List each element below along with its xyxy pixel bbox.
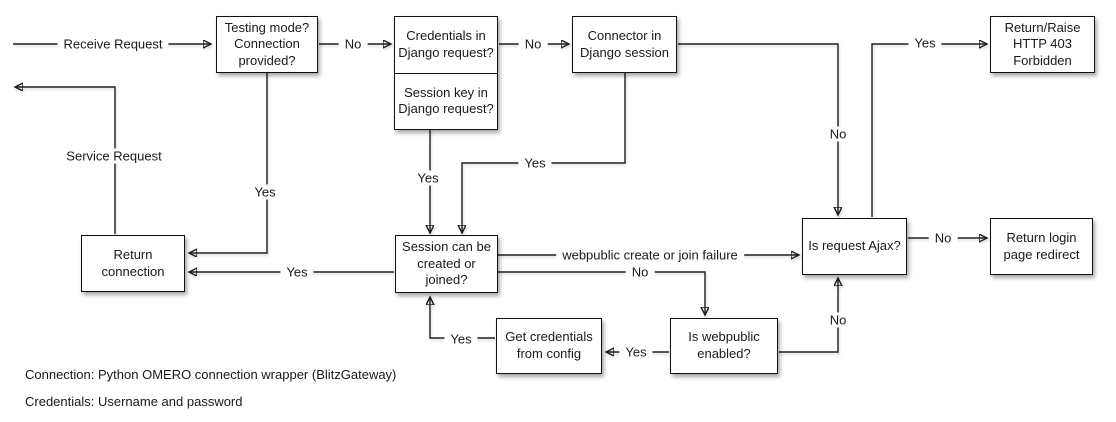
footnote-credentials-definition: Credentials: Username and password — [25, 394, 243, 409]
node-session-key-in-request: Session key in Django request? — [395, 72, 497, 130]
edge-label-receive-request: Receive Request — [57, 36, 169, 52]
node-get-credentials-config: Get credentials from config — [496, 318, 602, 374]
edge-label-yes-connector: Yes — [518, 155, 552, 171]
node-testing-mode: Testing mode? Connection provided? — [216, 16, 318, 73]
edge-label-yes-session-return: Yes — [280, 264, 314, 280]
edge-ajax-yes-403 — [871, 44, 987, 217]
node-session-can-be-created: Session can be created or joined? — [395, 235, 498, 293]
edge-return-service-request — [15, 87, 116, 234]
edge-label-yes-getcreds: Yes — [444, 331, 478, 347]
edge-label-yes-webpublic: Yes — [619, 344, 653, 360]
edge-label-yes-sessionkey: Yes — [411, 170, 445, 186]
edge-label-no-ajax-login: No — [928, 230, 958, 246]
edge-label-no-connector: No — [823, 126, 853, 142]
edge-testing-yes-return — [189, 73, 268, 253]
edge-webpublic-no-ajax — [779, 278, 838, 353]
edge-label-no-session: No — [625, 264, 655, 280]
edge-label-yes-testing-return: Yes — [248, 184, 282, 200]
edge-label-no-testing: No — [338, 36, 368, 52]
edge-label-no-credentials: No — [518, 36, 548, 52]
edge-label-yes-403: Yes — [908, 35, 942, 51]
node-return-login-redirect: Return login page redirect — [990, 218, 1093, 275]
edge-label-webpublic-failure: webpublic create or join failure — [556, 247, 744, 263]
node-return-connection: Return connection — [81, 235, 185, 292]
edge-connector-no-ajax — [678, 43, 838, 215]
node-connector-in-session: Connector in Django session — [572, 16, 677, 73]
footnote-connection-definition: Connection: Python OMERO connection wrap… — [25, 367, 397, 382]
node-is-webpublic-enabled: Is webpublic enabled? — [670, 318, 778, 374]
edge-label-service-request: Service Request — [60, 148, 168, 164]
node-is-request-ajax: Is request Ajax? — [802, 218, 907, 275]
node-http-403-forbidden: Return/Raise HTTP 403 Forbidden — [990, 16, 1095, 73]
node-credentials-in-request: Credentials in Django request? — [398, 28, 494, 60]
node-request-checks: Credentials in Django request? Session k… — [394, 16, 498, 130]
edge-label-no-webpublic: No — [823, 312, 853, 328]
edge-session-no-webpublic — [498, 271, 705, 315]
